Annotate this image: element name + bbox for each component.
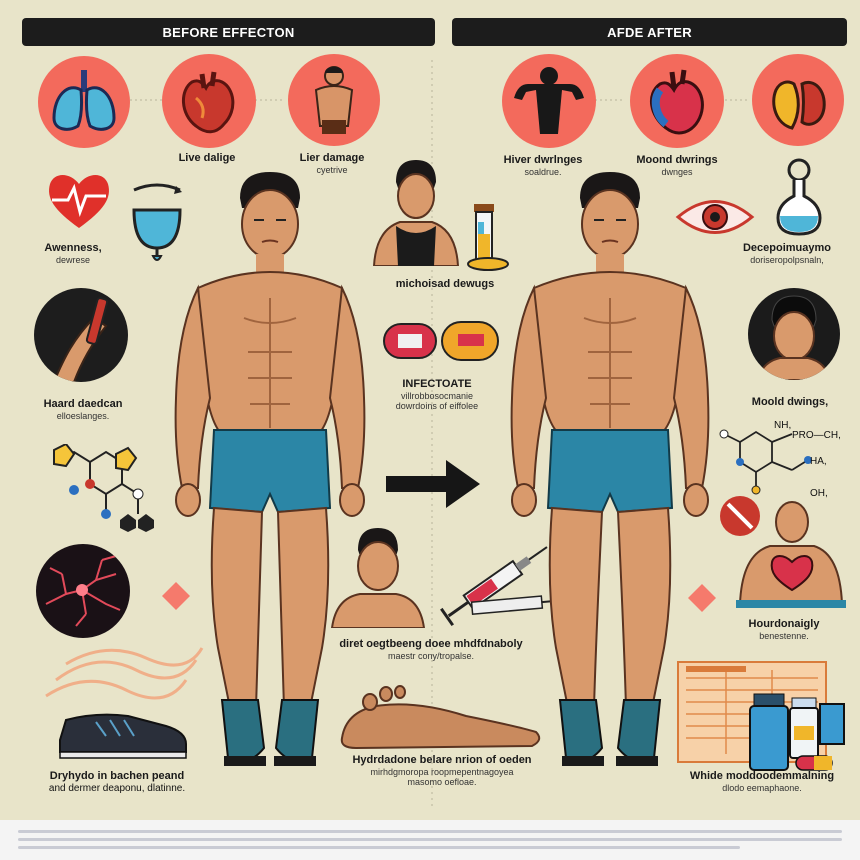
flex-circle: [502, 54, 596, 148]
caption-line: [18, 830, 842, 833]
caption-line: [18, 846, 740, 849]
nerve-icon: [45, 555, 121, 627]
syringe-arm-icon: [52, 297, 109, 382]
chem-label-pro: PRO—CH,: [792, 430, 841, 441]
banner-after-text: AFDE AFTER: [607, 24, 692, 40]
torso-heart-icon: [736, 501, 846, 608]
foot-icon: [340, 685, 541, 750]
banner-before: BEFORE EFFECTON: [22, 18, 435, 46]
heart-organ-icon: [182, 71, 235, 134]
label-michoisad: michoisad dewugs: [395, 278, 495, 290]
torso-circle-left: [288, 54, 380, 146]
caption-line: [18, 838, 842, 841]
diamond-left: [162, 582, 190, 610]
heart-circle-left: [162, 54, 256, 148]
sneaker-icon: [45, 647, 204, 759]
heart-organ-icon-right: [650, 69, 704, 135]
chem-label-oh: OH,: [810, 488, 828, 499]
chem-label-ha: HA,: [810, 456, 827, 467]
arm-injection-circle: [34, 288, 128, 382]
man-bust-icon: [330, 528, 426, 628]
man-tanktop-icon: [372, 160, 460, 266]
label-awenness: Awenness,dewrese: [44, 242, 102, 265]
banner-before-text: BEFORE EFFECTON: [162, 24, 295, 40]
banner-after: AFDE AFTER: [452, 18, 847, 46]
organ-circle-right: [752, 54, 844, 146]
figure-after: [510, 172, 710, 766]
flask-icon: [132, 183, 182, 261]
pill-icon: [383, 321, 499, 361]
eye-icon: [675, 200, 755, 234]
dotted-divider: [130, 60, 750, 810]
heartbeat-icon: [49, 175, 109, 228]
flex-silhouette-icon: [514, 67, 584, 134]
infographic-canvas: BEFORE EFFECTON AFDE AFTER Live dalige: [0, 0, 860, 820]
face-icon: [756, 295, 832, 380]
label-mood2: Moold dwings,: [751, 396, 829, 408]
kidney-icon: [772, 80, 826, 130]
face-circle-right: [748, 288, 840, 380]
lungs-icon: [52, 70, 116, 131]
label-live-dalige: Live dalige: [178, 152, 236, 164]
figure-before: [174, 172, 366, 766]
nerve-circle: [36, 544, 130, 638]
diamond-right: [688, 584, 716, 612]
bottle-icon: [749, 693, 845, 771]
no-sign-icon: [720, 496, 760, 536]
syringe-icon: [440, 546, 560, 627]
chem-label-nh: NH,: [774, 420, 791, 431]
lungs-circle: [38, 56, 130, 148]
heart-circle-right: [630, 54, 724, 148]
torso-icon: [314, 66, 354, 134]
chem-structure-icon: NH, PRO—CH, HA, OH,: [719, 420, 841, 499]
molecule-icon: [53, 444, 154, 532]
arrow-right-icon: [386, 460, 480, 508]
caption-footer: [0, 820, 860, 860]
flask-icon-right: [776, 158, 822, 236]
vial-icon: [467, 204, 509, 271]
